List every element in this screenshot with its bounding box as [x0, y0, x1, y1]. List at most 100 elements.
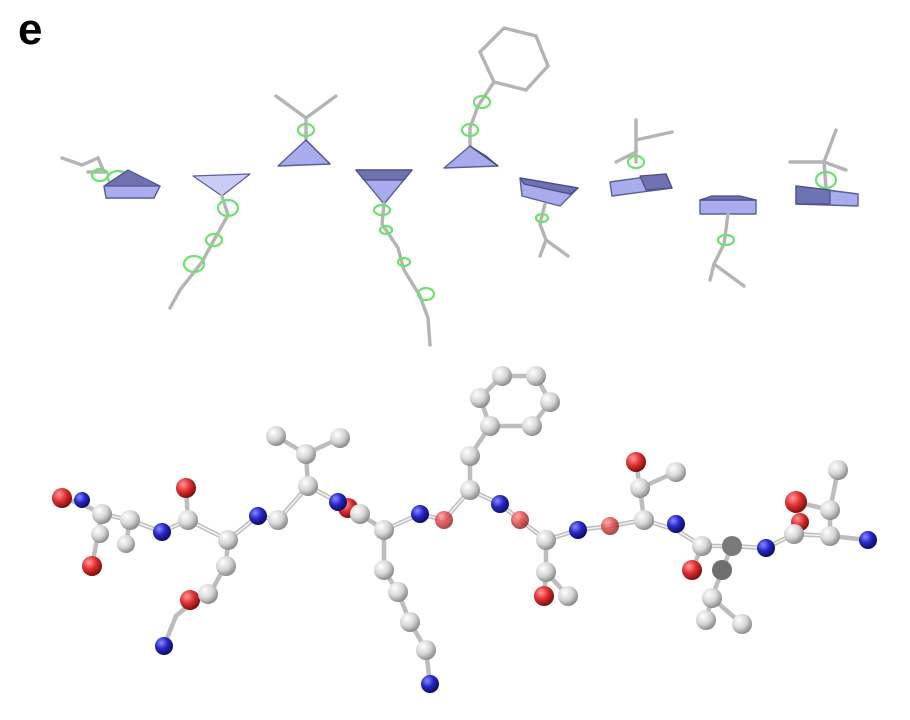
carbon-atom — [296, 444, 316, 464]
carbon-atom — [400, 612, 420, 632]
nitrogen-atom — [757, 539, 775, 557]
triangle-base-icon — [277, 139, 331, 167]
carbon-atom — [722, 536, 742, 556]
triangle-base-icon — [443, 145, 499, 169]
oxygen-atom — [176, 478, 196, 498]
carbon-atom — [732, 614, 752, 634]
rotamer-ring-icon — [534, 212, 550, 224]
cyclohexane-ring-icon — [477, 26, 550, 92]
carbon-atom — [198, 584, 218, 604]
oxygen-atom — [52, 488, 72, 508]
carbon-atom — [696, 610, 716, 630]
nitrogen-atom — [411, 505, 429, 523]
carbon-atom — [820, 526, 840, 546]
rotamer-ring-icon — [204, 232, 224, 248]
triangle-base-icon — [699, 199, 757, 215]
carbon-atom — [460, 480, 480, 500]
residue-3-rotamer — [274, 94, 338, 167]
carbon-atom — [117, 535, 135, 553]
carbon-atom — [374, 560, 394, 580]
carbon-atom — [702, 588, 722, 608]
carbon-atom — [820, 500, 840, 520]
nitrogen-atom — [859, 531, 877, 549]
rotamer-ring-icon — [372, 203, 392, 217]
carbon-atom — [666, 462, 686, 482]
nitrogen-atom — [155, 637, 173, 655]
carbon-atom — [536, 562, 556, 582]
oxygen-atom — [511, 511, 529, 529]
bond-network — [59, 373, 871, 687]
rotamer-ring-icon — [716, 233, 736, 247]
oxygen-atom — [82, 556, 102, 576]
oxygen-atom — [601, 517, 619, 535]
nitrogen-atom — [153, 523, 171, 541]
residue-8-rotamer — [699, 195, 757, 288]
carbon-atom — [526, 366, 546, 386]
rotamer-ring-icon — [416, 286, 436, 302]
rotamer-ring-icon — [814, 170, 838, 190]
carbon-atom — [91, 525, 109, 543]
carbon-atom — [480, 416, 500, 436]
carbon-atom — [630, 478, 650, 498]
nitrogen-atom — [491, 495, 509, 513]
oxygen-atom — [785, 491, 807, 513]
carbon-atom — [784, 524, 804, 544]
rotamer-ring-icon — [626, 154, 646, 170]
atom-spheres — [52, 366, 877, 693]
all-atom-peptide — [52, 366, 877, 693]
nitrogen-atom — [667, 515, 685, 533]
residue-1-rotamer — [60, 155, 161, 199]
nitrogen-atom — [569, 521, 587, 539]
rotamer-representation — [60, 26, 859, 347]
residue-4-rotamer — [355, 169, 436, 347]
carbon-atom — [350, 504, 370, 524]
residue-6-rotamer — [519, 177, 579, 258]
carbon-atom — [692, 536, 712, 556]
carbon-atom — [374, 520, 394, 540]
carbon-atom — [558, 586, 578, 606]
residue-7-rotamer — [609, 118, 674, 197]
carbon-atom — [216, 556, 236, 576]
carbon-atom — [120, 510, 140, 530]
rotamer-ring-icon — [396, 256, 412, 268]
triangle-base-icon — [192, 173, 251, 197]
rotamer-ring-icon — [296, 122, 316, 138]
rotamer-ring-icon — [216, 198, 240, 218]
carbon-atom — [540, 392, 560, 412]
carbon-atom — [388, 582, 408, 602]
rotamer-ring-icon — [460, 122, 480, 138]
panel-label: e — [18, 5, 43, 54]
carbon-atom — [330, 428, 350, 448]
carbon-atom — [470, 388, 490, 408]
residue-5-rotamer — [443, 26, 550, 169]
oxygen-atom — [180, 590, 200, 610]
carbon-atom — [178, 510, 198, 530]
carbon-atom — [492, 366, 512, 386]
carbon-atom — [266, 426, 286, 446]
nitrogen-atom — [329, 493, 347, 511]
carbon-atom — [460, 446, 480, 466]
carbon-atom — [218, 530, 238, 550]
rotamer-ring-icon — [182, 254, 206, 274]
carbon-atom — [268, 510, 288, 530]
rotamer-ring-icon — [378, 224, 394, 236]
carbon-atom — [92, 504, 112, 524]
oxygen-atom — [626, 452, 646, 472]
residue-9-rotamer — [788, 128, 859, 207]
rotamer-ring-icon — [472, 94, 492, 110]
carbon-atom — [536, 530, 556, 550]
carbon-atom — [828, 460, 848, 480]
carbon-atom — [522, 416, 542, 436]
carbon-atom — [416, 640, 436, 660]
nitrogen-atom — [421, 675, 439, 693]
carbon-atom — [634, 510, 654, 530]
oxygen-atom — [435, 511, 453, 529]
oxygen-atom — [682, 560, 702, 580]
nitrogen-atom — [249, 507, 267, 525]
carbon-atom — [712, 560, 732, 580]
carbon-atom — [298, 476, 318, 496]
oxygen-atom — [534, 586, 554, 606]
residue-2-rotamer — [168, 173, 251, 310]
nitrogen-atom — [74, 492, 90, 508]
